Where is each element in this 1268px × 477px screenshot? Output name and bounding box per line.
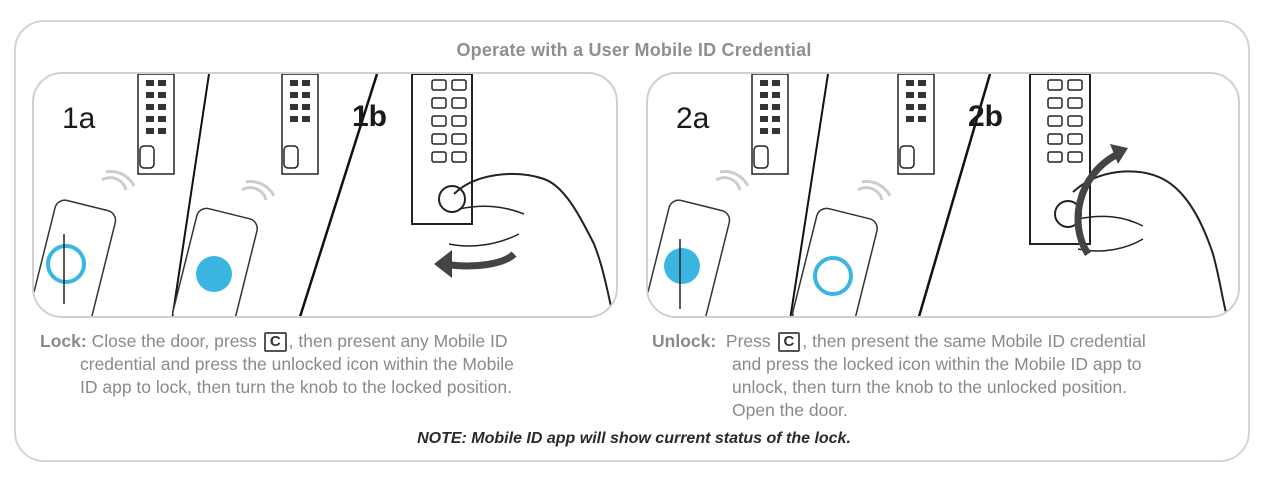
unlock-text: , then present the same Mobile ID creden… <box>802 331 1146 351</box>
unlock-label: Unlock: <box>652 331 717 351</box>
status-note: NOTE: Mobile ID app will show current st… <box>417 430 851 447</box>
smartphone-icon <box>172 207 258 316</box>
rotate-arrow-icon <box>443 251 517 270</box>
lock-line-3: ID app to lock, then turn the knob to th… <box>80 377 512 397</box>
outer-frame <box>14 20 1250 462</box>
page-title: Operate with a User Mobile ID Credential <box>456 40 812 60</box>
keypad-lock-icon <box>137 74 175 175</box>
c-key-icon: C <box>777 332 801 352</box>
smartphone-icon <box>34 199 117 316</box>
divider-line <box>171 74 210 316</box>
unlock-text: Press <box>725 331 771 351</box>
unlock-line-1: Unlock: Press C, then present the same M… <box>652 330 1146 353</box>
keypad-lock-icon <box>751 74 789 175</box>
divider-line <box>789 74 829 316</box>
c-key-icon: C <box>263 332 287 352</box>
unlock-instructions: Unlock: Press C, then present the same M… <box>652 330 1146 422</box>
unlock-line-2: and press the locked icon within the Mob… <box>732 354 1142 374</box>
wifi-icon <box>715 170 750 191</box>
unlock-illustration <box>648 74 1228 316</box>
step-label-1a: 1a <box>62 102 96 135</box>
wifi-icon <box>857 180 892 201</box>
lock-label: Lock: <box>40 331 87 351</box>
lock-illustration-panel: 1a 1b <box>32 72 618 318</box>
lock-text: Close the door, press <box>91 331 257 351</box>
step-label-1b: 1b <box>352 100 388 133</box>
lock-line-2: credential and press the unlocked icon w… <box>80 354 514 374</box>
keypad-lock-icon <box>411 74 473 225</box>
hand-icon <box>1072 170 1228 316</box>
lock-text: , then present any Mobile ID <box>288 331 508 351</box>
lock-line-1: Lock: Close the door, press C, then pres… <box>40 330 514 353</box>
unlock-line-4: Open the door. <box>732 400 848 420</box>
keypad-lock-icon <box>281 74 319 175</box>
wifi-icon <box>101 170 136 191</box>
rotate-arrow-icon <box>1074 150 1120 256</box>
divider-line <box>917 74 992 316</box>
smartphone-icon <box>648 199 731 316</box>
hand-icon <box>453 173 615 316</box>
lock-illustration <box>34 74 615 316</box>
unlock-illustration-panel: 2a 2b <box>646 72 1240 318</box>
keypad-lock-icon <box>897 74 935 175</box>
smartphone-icon <box>792 207 878 316</box>
step-label-2a: 2a <box>676 102 710 135</box>
divider-line <box>298 74 379 316</box>
wifi-icon <box>241 180 276 201</box>
lock-instructions: Lock: Close the door, press C, then pres… <box>40 330 514 399</box>
unlock-line-3: unlock, then turn the knob to the unlock… <box>732 377 1127 397</box>
step-label-2b: 2b <box>968 100 1004 133</box>
